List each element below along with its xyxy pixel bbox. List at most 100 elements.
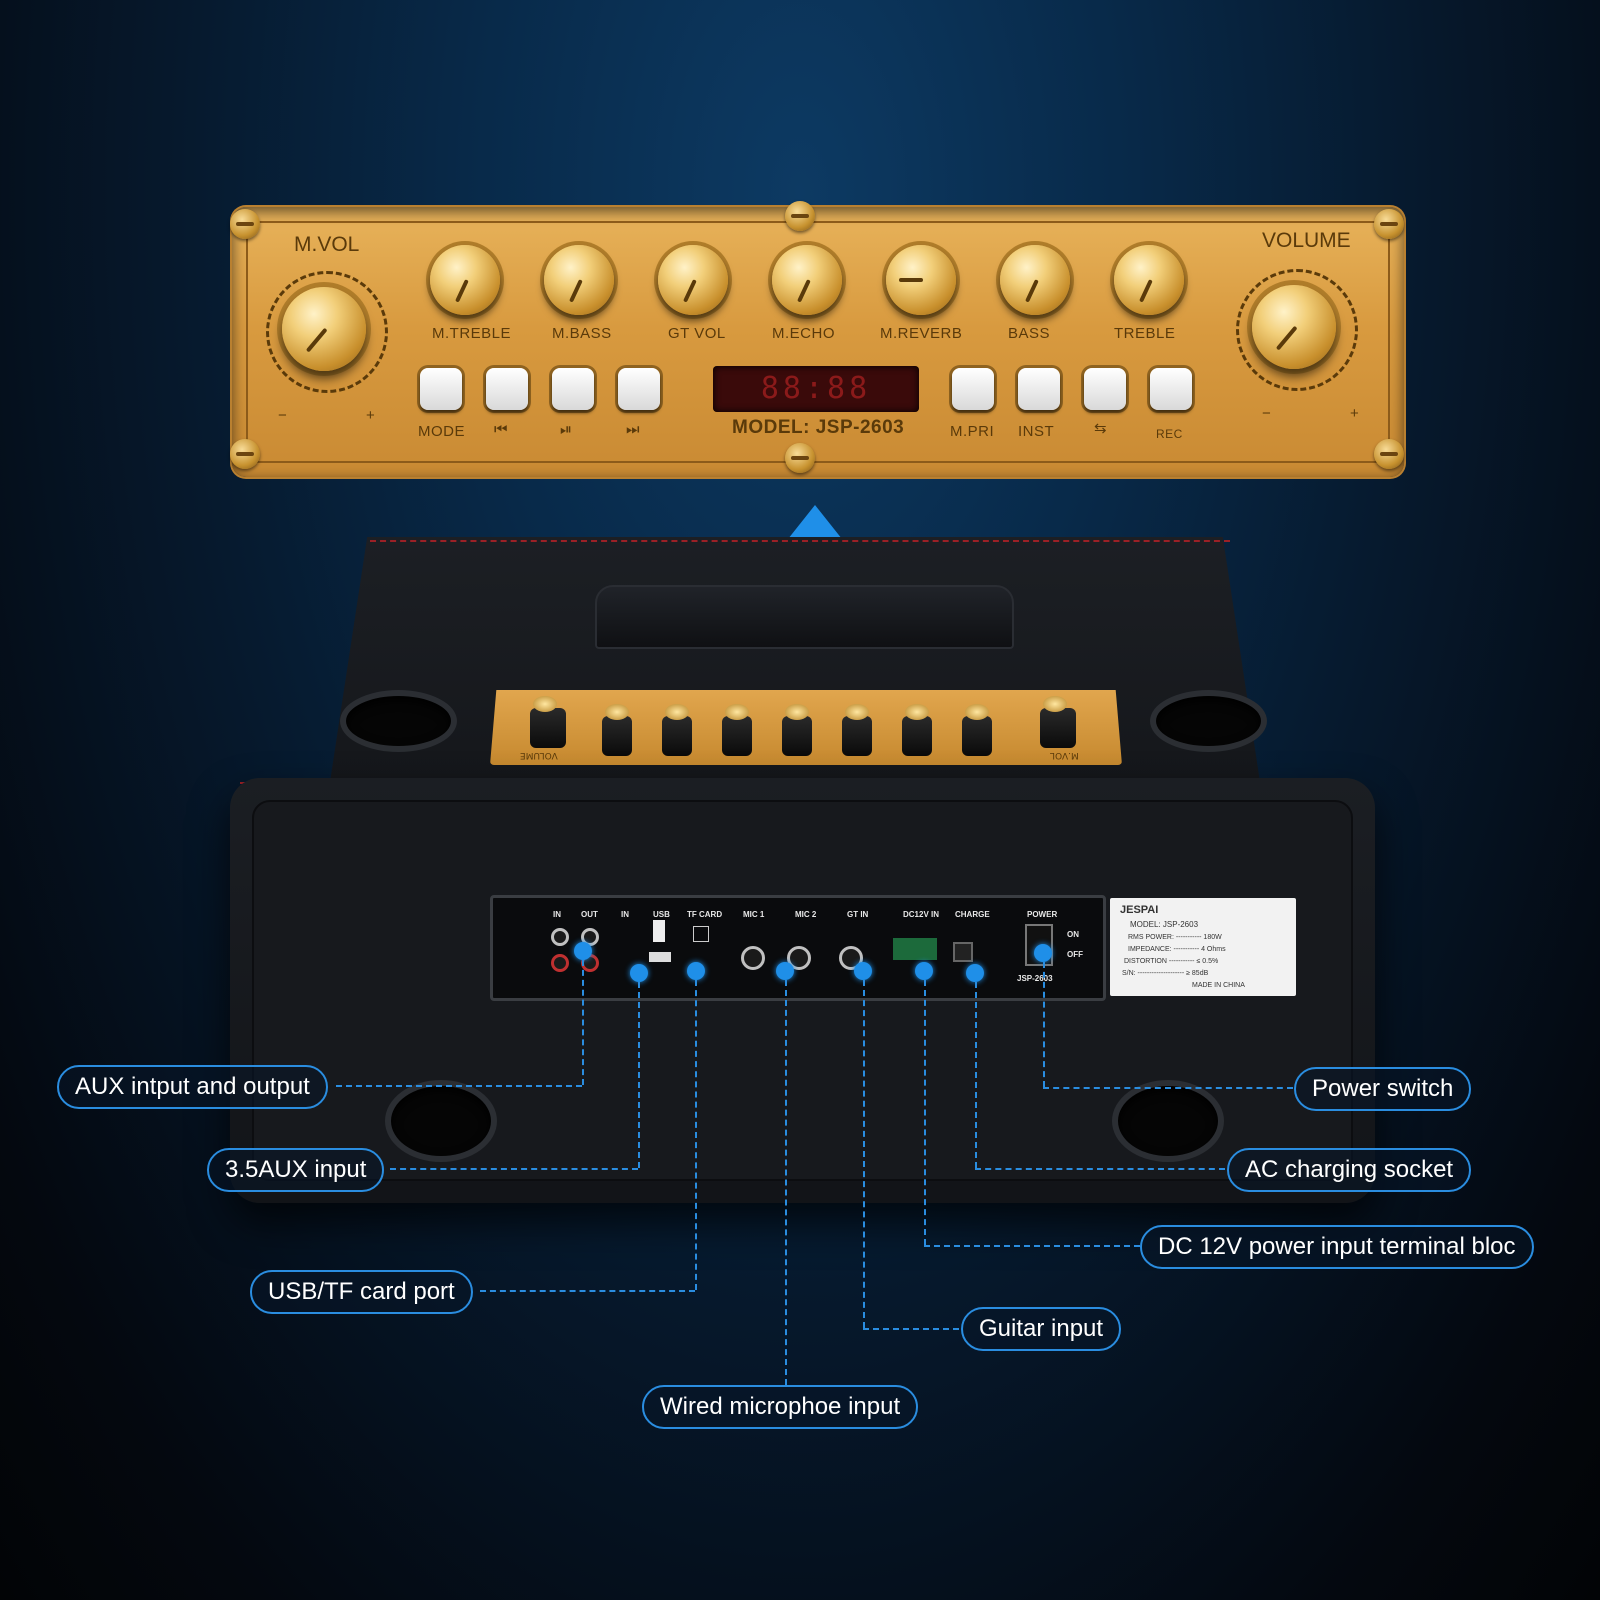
treble-knob[interactable] (1114, 245, 1184, 315)
made-in: MADE IN CHINA (1192, 982, 1245, 989)
bass-port (385, 1080, 497, 1162)
rec-button[interactable] (1150, 368, 1192, 410)
m-echo-knob[interactable] (772, 245, 842, 315)
plate-model: MODEL: JSP-2603 (1130, 920, 1199, 929)
leader-line (1043, 962, 1045, 1087)
tf-card-label: TF CARD (687, 910, 723, 919)
volume-label: VOLUME (1262, 229, 1351, 252)
usb-icon (653, 920, 665, 942)
in-label: IN (621, 910, 629, 919)
knob[interactable] (602, 704, 632, 756)
inst-button[interactable] (1018, 368, 1060, 410)
brand-logo: JESPAI (1120, 904, 1159, 916)
minus-label: − (1262, 405, 1272, 422)
play-pause-icon: ⏯ (560, 421, 573, 438)
spec-distortion: DISTORTION ----------- ≤ 0.5% (1124, 958, 1219, 965)
marker-dot (854, 962, 872, 980)
knob[interactable] (842, 704, 872, 756)
spec-rms: RMS POWER: ----------- 180W (1128, 934, 1222, 941)
gt-vol-knob[interactable] (658, 245, 728, 315)
m-treble-knob[interactable] (430, 245, 500, 315)
leader-line (863, 1328, 959, 1330)
mode-button[interactable] (420, 368, 462, 410)
leader-line (924, 1245, 1140, 1247)
callout-dc12v: DC 12V power input terminal bloc (1140, 1225, 1534, 1269)
m-vol-label: M.VOL (294, 233, 360, 256)
tf-card-slot[interactable] (693, 926, 709, 942)
cup-holder (1150, 690, 1267, 752)
loop-icon: ⇆ (1094, 420, 1108, 437)
knob[interactable] (962, 704, 992, 756)
top-control-panel: VOLUME M.VOL (490, 690, 1122, 765)
marker-dot (687, 962, 705, 980)
m-vol-knob[interactable] (282, 287, 366, 371)
volume-knob[interactable] (530, 696, 566, 748)
charge-label: CHARGE (955, 910, 990, 919)
leader-line (785, 980, 787, 1385)
callout-guitar: Guitar input (961, 1307, 1122, 1351)
panel-border (246, 221, 1390, 463)
m-reverb-knob[interactable] (886, 245, 956, 315)
play-pause-button[interactable] (552, 368, 594, 410)
leader-line (638, 982, 640, 1168)
stitching (370, 540, 1230, 542)
prev-button[interactable] (486, 368, 528, 410)
leader-line (695, 980, 697, 1290)
knob[interactable] (662, 704, 692, 756)
bass-port (1112, 1080, 1224, 1162)
charging-socket[interactable] (953, 942, 973, 962)
knob[interactable] (902, 704, 932, 756)
model-label: MODEL: JSP-2603 (732, 417, 905, 438)
on-label: ON (1067, 930, 1079, 939)
leader-line (1043, 1087, 1293, 1089)
inst-label: INST (1018, 423, 1055, 440)
leader-line (975, 1168, 1225, 1170)
usb-port[interactable] (649, 952, 671, 962)
rca-jack[interactable] (551, 954, 569, 972)
m-pri-button[interactable] (952, 368, 994, 410)
bass-knob[interactable] (1000, 245, 1070, 315)
plus-label: + (1350, 405, 1360, 422)
knob[interactable] (782, 704, 812, 756)
screw-icon (230, 209, 260, 239)
leader-line (975, 982, 977, 1168)
marker-dot (915, 962, 933, 980)
rec-label: REC (1156, 427, 1183, 441)
volume-knob[interactable] (1252, 285, 1336, 369)
gt-vol-label: GT VOL (668, 325, 726, 342)
knob[interactable] (722, 704, 752, 756)
off-label: OFF (1067, 950, 1083, 959)
dc-terminal-block[interactable] (893, 938, 937, 960)
treble-label: TREBLE (1114, 325, 1176, 342)
m-pri-label: M.PRI (950, 423, 995, 440)
leader-line (924, 980, 926, 1245)
minus-label: − (278, 407, 288, 424)
io-model-label: JSP-2603 (1017, 974, 1053, 983)
m-vol-knob[interactable] (1040, 696, 1076, 748)
leader-line (336, 1085, 582, 1087)
leader-line (863, 980, 865, 1328)
led-display: 88:88 (713, 366, 919, 412)
arrow-up-icon (788, 505, 842, 539)
carry-handle[interactable] (595, 585, 1014, 649)
spec-sn: S/N: -------------------- ≥ 85dB (1122, 970, 1209, 977)
mic2-label: MIC 2 (795, 910, 817, 919)
out-label: OUT (581, 910, 598, 919)
m-bass-knob[interactable] (544, 245, 614, 315)
mic2-jack[interactable] (787, 946, 811, 970)
in-label: IN (553, 910, 561, 919)
dc12v-label: DC12V IN (903, 910, 940, 919)
mic1-jack[interactable] (741, 946, 765, 970)
rca-jack[interactable] (551, 928, 569, 946)
callout-aux35: 3.5AUX input (207, 1148, 385, 1192)
screw-icon (1374, 209, 1404, 239)
loop-button[interactable] (1084, 368, 1126, 410)
plus-label: + (366, 407, 376, 424)
marker-dot (630, 964, 648, 982)
leader-line (582, 960, 584, 1085)
leader-line (390, 1168, 638, 1170)
next-icon: ⏭ (626, 421, 641, 438)
next-button[interactable] (618, 368, 660, 410)
prev-icon: ⏮ (494, 421, 509, 438)
